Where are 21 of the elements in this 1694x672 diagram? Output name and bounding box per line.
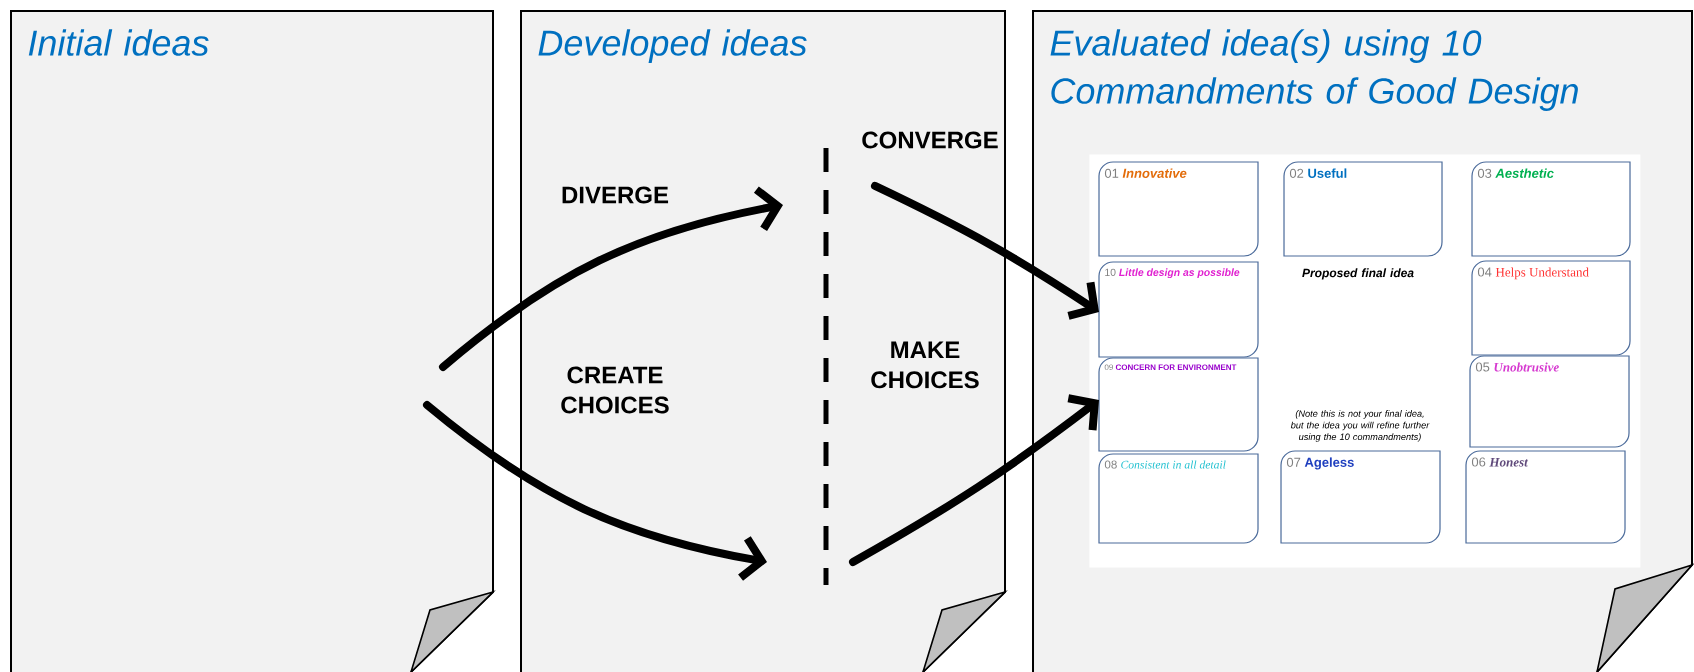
commandment-box: 01 Innovative (1098, 161, 1259, 257)
hand-lettering: CREATE CHOICES (561, 366, 669, 414)
hand-lettering: MAKE CHOICES (871, 341, 979, 389)
commandment-box: 03 Aesthetic (1471, 161, 1631, 257)
panel-heading: Proposed final idea (1302, 268, 1414, 280)
hand-lettering: DIVERGE (562, 186, 669, 204)
hand-lettering: CONVERGE (862, 131, 998, 149)
commandment-box: 02 Useful (1283, 161, 1443, 257)
hand-drawn-arrow (439, 186, 783, 371)
worksheet-panel (1089, 154, 1641, 568)
hand-drawn-arrow (871, 182, 1099, 320)
commandment-box: 07 Ageless (1280, 450, 1441, 544)
commandment-box: 05 Unobtrusive (1469, 355, 1630, 448)
commandment-box: 10 Little design as possible (1098, 261, 1259, 358)
commandment-box: 08 Consistent in all detail (1098, 453, 1259, 544)
panel-note: (Note this is not your final idea, but the idea you will refine further using the 10 commandments) (1290, 410, 1430, 442)
hand-drawn-arrow (849, 394, 1099, 566)
commandment-box: 04 Helps Understand (1471, 260, 1631, 356)
commandment-box: 06 Honest (1465, 450, 1626, 544)
commandment-box: 09 CONCERN FOR ENVIRONMENT (1098, 357, 1259, 452)
hand-drawn-arrow (423, 401, 767, 581)
